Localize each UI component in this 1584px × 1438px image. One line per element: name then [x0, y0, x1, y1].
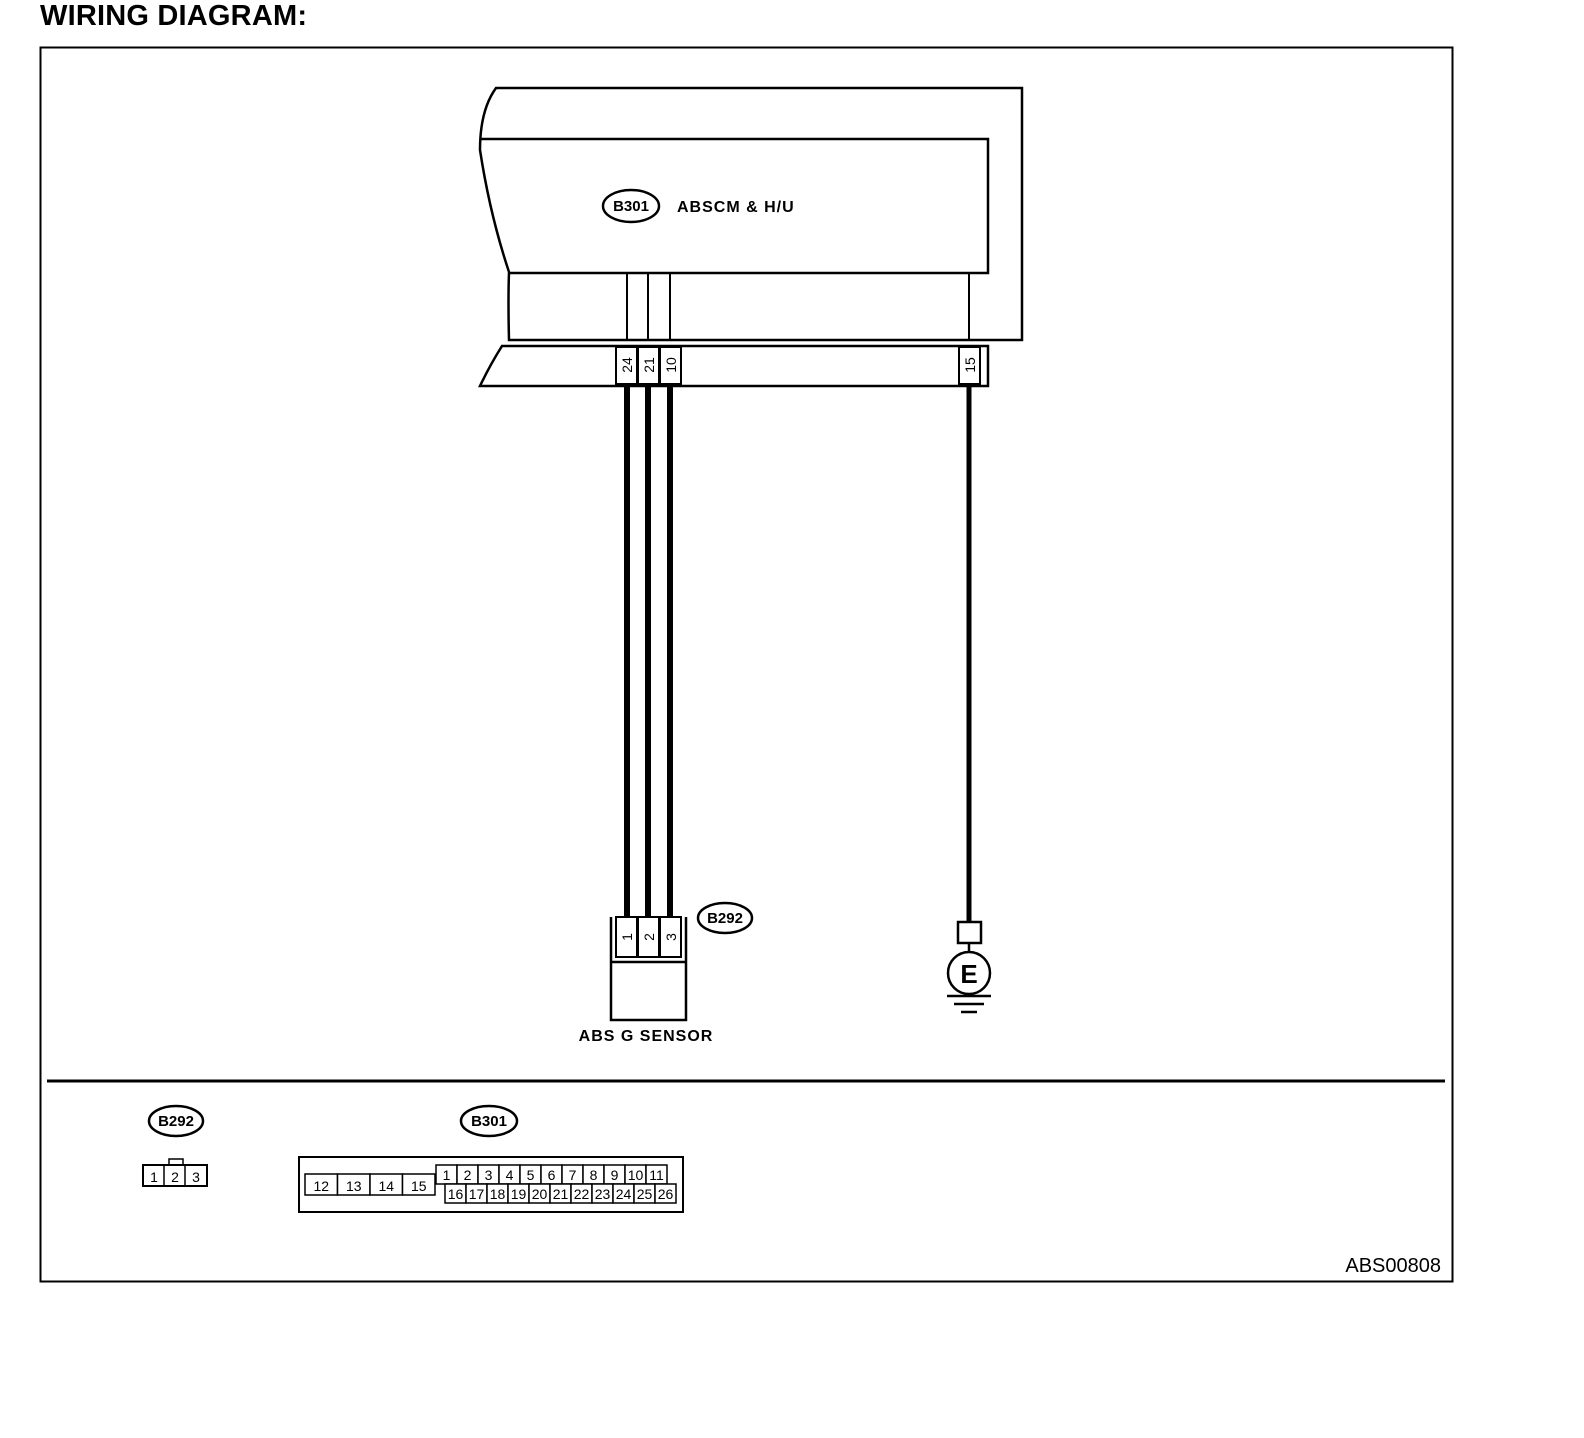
- module-pin-24: 24: [619, 357, 635, 373]
- b301-view-pin-7: 7: [569, 1167, 577, 1183]
- b292-view-pin-2: 2: [171, 1169, 179, 1185]
- sensor-pin-2: 2: [641, 933, 657, 941]
- module-pin-box: [958, 346, 981, 385]
- wires: [624, 386, 972, 922]
- b301-view-pin-2: 2: [464, 1167, 472, 1183]
- b301-view-pin-26: 26: [658, 1186, 674, 1202]
- b301-badge-label: B301: [613, 198, 649, 215]
- b301-view-pin-1: 1: [443, 1167, 451, 1183]
- module-pin-15: 15: [962, 357, 978, 373]
- b301-view-pin-11: 11: [649, 1167, 664, 1183]
- b301-view-pin-20: 20: [532, 1186, 548, 1202]
- b301-view-label: B301: [471, 1113, 507, 1130]
- b301-pin-cell: [654, 1183, 677, 1204]
- b301-view-pin-4: 4: [506, 1167, 514, 1183]
- b301-view-pin-13: 13: [346, 1178, 362, 1194]
- b292-connector-view: B292 1 2 3: [142, 1104, 208, 1187]
- control-module-name: ABSCM & H/U: [677, 199, 795, 216]
- b292-view-label: B292: [158, 1113, 194, 1130]
- b301-view-pin-17: 17: [469, 1186, 485, 1202]
- b301-view-pin-25: 25: [637, 1186, 653, 1202]
- b301-view-pin-15: 15: [411, 1178, 427, 1194]
- sensor-pin-1: 1: [619, 933, 635, 941]
- b301-view-pin-3: 3: [485, 1167, 493, 1183]
- b301-view-pin-16: 16: [448, 1186, 464, 1202]
- module-pin-10: 10: [663, 357, 679, 373]
- ground-label: E: [960, 959, 977, 989]
- b301-view-pin-24: 24: [616, 1186, 632, 1202]
- b301-view-pin-10: 10: [628, 1167, 644, 1183]
- module-pin-box: [659, 346, 682, 385]
- b301-view-pin-21: 21: [553, 1186, 569, 1202]
- b292-view-pin-3: 3: [192, 1169, 200, 1185]
- b301-view-pin-9: 9: [611, 1167, 619, 1183]
- b301-view-pin-6: 6: [548, 1167, 556, 1183]
- module-pins: 24 21 10 15: [615, 346, 981, 385]
- module-pin-21: 21: [641, 357, 657, 373]
- b301-view-badge: [459, 1104, 519, 1138]
- diagram-heading: WIRING DIAGRAM:: [40, 0, 308, 32]
- b292-badge-label: B292: [707, 910, 743, 927]
- b301-view-pin-18: 18: [490, 1186, 506, 1202]
- sensor-pin-3: 3: [663, 933, 679, 941]
- b292-connector-badge: [696, 901, 754, 935]
- figure-reference: ABS00808: [1345, 1255, 1441, 1277]
- b292-view-pin-1: 1: [150, 1169, 158, 1185]
- sensor-name: ABS G SENSOR: [579, 1028, 714, 1045]
- b301-view-pin-14: 14: [378, 1178, 394, 1194]
- b292-view-badge: [147, 1104, 205, 1138]
- control-module: B301 ABSCM & H/U: [478, 86, 1024, 388]
- b301-view-pin-23: 23: [595, 1186, 611, 1202]
- diagram-frame: [39, 46, 1454, 1283]
- b301-connector-badge: [601, 188, 661, 224]
- b301-pin-cell: [401, 1173, 436, 1196]
- ground-symbol: E: [946, 920, 992, 1014]
- b301-view-pin-19: 19: [511, 1186, 527, 1202]
- abs-g-sensor: 1 2 3 B292 ABS G SENSOR: [579, 901, 754, 1045]
- b301-view-pin-22: 22: [574, 1186, 590, 1202]
- b301-view-pin-12: 12: [313, 1178, 329, 1194]
- sensor-pin-box: [659, 916, 682, 958]
- b301-view-pin-8: 8: [590, 1167, 598, 1183]
- b301-view-pin-5: 5: [527, 1167, 535, 1183]
